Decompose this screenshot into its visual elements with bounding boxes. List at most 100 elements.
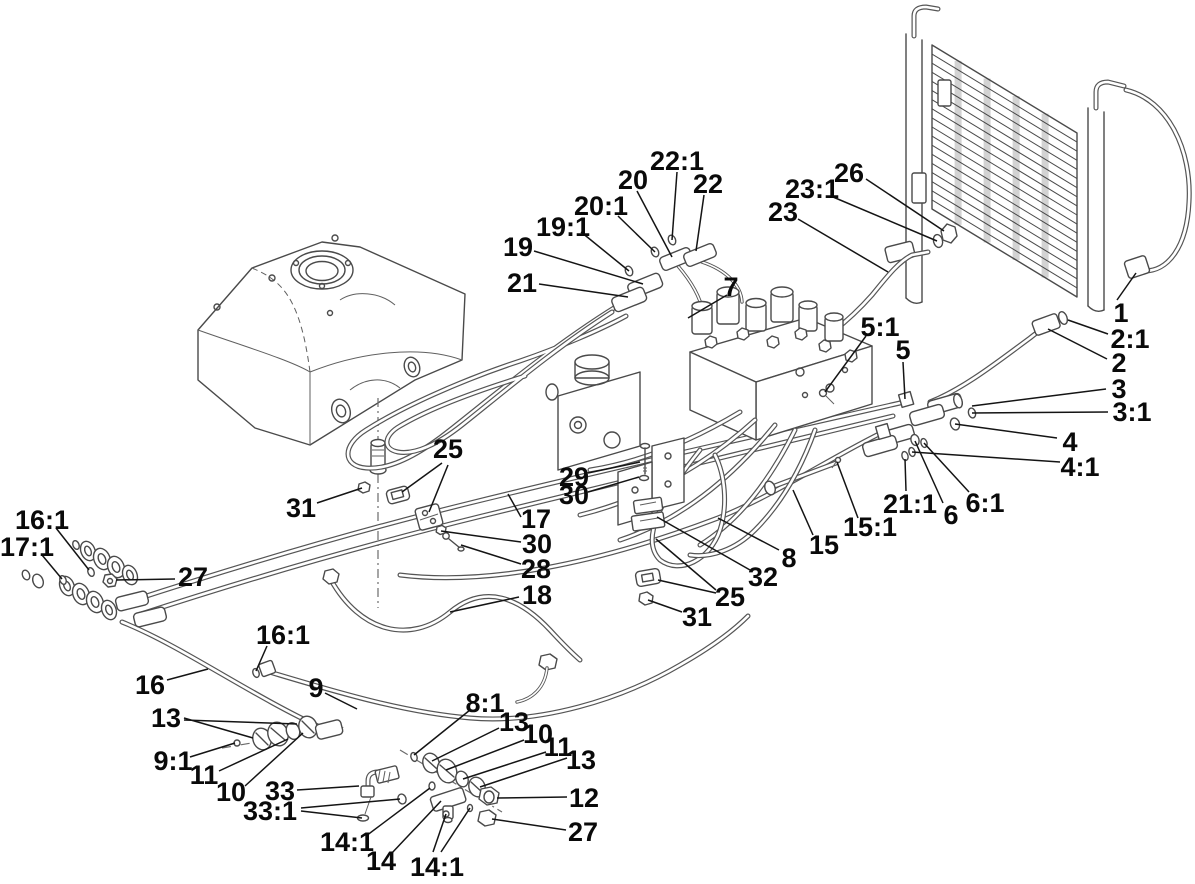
callout-25: 25 bbox=[433, 434, 463, 464]
leader-line-5 bbox=[902, 361, 906, 400]
callout-30: 30 bbox=[559, 480, 589, 510]
leader-line-10 bbox=[445, 739, 525, 771]
leader-line-4:1 bbox=[911, 451, 1061, 463]
callout-27: 27 bbox=[568, 817, 598, 847]
callout-23:1: 23:1 bbox=[785, 174, 839, 204]
leader-line-2:1 bbox=[1067, 319, 1109, 335]
leader-line-30 bbox=[440, 530, 522, 543]
callout-3:1: 3:1 bbox=[1112, 397, 1151, 427]
leader-line-13 bbox=[479, 757, 568, 788]
callout-9:1: 9:1 bbox=[153, 746, 192, 776]
screw-28 bbox=[442, 532, 465, 552]
tank-port bbox=[403, 356, 421, 378]
callout-10: 10 bbox=[216, 777, 246, 807]
leader-line-17 bbox=[507, 493, 522, 518]
leader-line-29 bbox=[587, 461, 641, 474]
callout-11: 11 bbox=[544, 732, 573, 762]
tube-18-hardware bbox=[322, 568, 558, 704]
callout-6: 6 bbox=[943, 500, 958, 530]
leader-line-3:1 bbox=[971, 411, 1109, 414]
solenoid-valves bbox=[691, 286, 844, 342]
cooler-fin-row bbox=[931, 53, 1078, 143]
callout-6:1: 6:1 bbox=[965, 488, 1004, 518]
callout-25: 25 bbox=[715, 582, 745, 612]
leader-line-3 bbox=[971, 388, 1107, 407]
callout-4:1: 4:1 bbox=[1060, 452, 1099, 482]
callout-13: 13 bbox=[151, 703, 181, 733]
callout-29: 29 bbox=[559, 462, 589, 492]
leader-line-6 bbox=[914, 440, 944, 504]
nut-31 bbox=[638, 591, 654, 606]
callout-20:1: 20:1 bbox=[574, 191, 628, 221]
callout-19:1: 19:1 bbox=[536, 212, 590, 242]
leader-line-7 bbox=[687, 294, 728, 319]
control-valve-assembly bbox=[577, 286, 873, 569]
leader-line-21:1 bbox=[904, 458, 907, 492]
seal-stack-17 bbox=[21, 569, 118, 621]
callout-2:1: 2:1 bbox=[1110, 324, 1149, 354]
leader-line-20:1 bbox=[617, 215, 656, 253]
leader-line-25 bbox=[401, 462, 443, 493]
hose-end-fitting bbox=[1123, 255, 1151, 279]
callout-28: 28 bbox=[521, 554, 551, 584]
leader-line-31 bbox=[647, 599, 683, 613]
callout-22: 22 bbox=[693, 169, 723, 199]
leader-line-23:1 bbox=[832, 196, 938, 242]
leader-line-28 bbox=[460, 544, 522, 565]
leader-line-9 bbox=[324, 692, 358, 710]
callout-26: 26 bbox=[834, 158, 864, 188]
leader-line-14:1 bbox=[440, 807, 471, 853]
cooler-fin-row bbox=[931, 126, 1078, 216]
nut-26 bbox=[940, 223, 958, 244]
leader-line-33 bbox=[296, 785, 360, 791]
callout-21: 21 bbox=[507, 268, 537, 298]
leader-line-9:1 bbox=[189, 742, 236, 758]
leader-line-4 bbox=[954, 423, 1058, 439]
leader-line-6:1 bbox=[923, 442, 970, 493]
tank-suction-fitting bbox=[369, 398, 387, 608]
upper-hose-fittings bbox=[611, 234, 717, 313]
o-ring-16-1 bbox=[87, 566, 95, 578]
leader-line-30 bbox=[587, 476, 640, 493]
fitting-15 bbox=[764, 480, 776, 496]
callout-12: 12 bbox=[569, 783, 599, 813]
o-ring-14-1b bbox=[428, 781, 436, 791]
callout-2: 2 bbox=[1111, 348, 1126, 378]
leader-line-22:1 bbox=[671, 171, 678, 241]
callout-11: 11 bbox=[190, 760, 219, 790]
leader-line-18 bbox=[449, 596, 520, 613]
cooler-fin-row bbox=[931, 190, 1078, 280]
elbow-fitting-33 bbox=[360, 765, 400, 798]
leader-line-23 bbox=[797, 218, 889, 273]
leader-line-27 bbox=[491, 818, 567, 831]
leader-line-32 bbox=[656, 516, 751, 571]
callout-32: 32 bbox=[748, 562, 778, 592]
tank-port bbox=[330, 398, 352, 424]
leader-line-8:1 bbox=[413, 709, 471, 756]
cooler-fin-row bbox=[931, 117, 1078, 207]
o-ring-6 bbox=[910, 433, 920, 447]
leader-line-14:1 bbox=[432, 813, 447, 853]
callout-31: 31 bbox=[286, 493, 316, 523]
callout-18: 18 bbox=[522, 580, 552, 610]
cooler-fin-row bbox=[931, 144, 1078, 234]
cooler-fin-row bbox=[931, 163, 1078, 252]
callout-8: 8 bbox=[781, 543, 796, 573]
leader-line-14 bbox=[390, 800, 442, 855]
callout-16:1: 16:1 bbox=[256, 620, 310, 650]
mount-bracket-assembly bbox=[617, 437, 685, 606]
o-ring-2-1 bbox=[1057, 311, 1069, 325]
leader-line-1 bbox=[1116, 272, 1137, 301]
oil-cooler bbox=[884, 4, 1192, 313]
leader-line-2 bbox=[1047, 328, 1108, 360]
manifold-hex-fittings bbox=[704, 327, 858, 363]
callout-13: 13 bbox=[566, 745, 596, 775]
cooler-bracket bbox=[911, 172, 927, 204]
callout-16:1: 16:1 bbox=[15, 505, 69, 535]
callout-17:1: 17:1 bbox=[0, 532, 54, 562]
cooler-fin-row bbox=[931, 81, 1078, 170]
callout-5: 5 bbox=[895, 335, 910, 365]
leader-line-13 bbox=[431, 727, 500, 762]
